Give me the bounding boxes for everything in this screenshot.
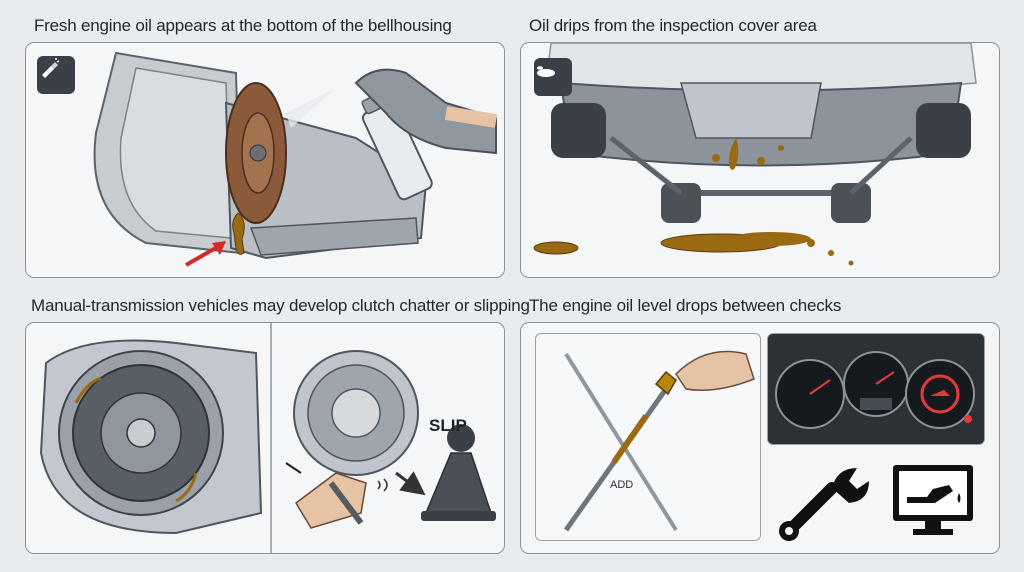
dipstick-view: ADD xyxy=(535,333,761,541)
caption-bellhousing: Fresh engine oil appears at the bottom o… xyxy=(34,16,452,35)
transmission-illustration xyxy=(93,51,498,267)
oil-warning-monitor-icon xyxy=(891,463,975,539)
panel-oil-level: ADD xyxy=(520,322,1000,554)
oil-puddle-icon xyxy=(534,58,572,96)
clutch-illustration xyxy=(39,323,496,553)
panel-bellhousing-leak xyxy=(25,42,505,278)
caption-inspection-cover: Oil drips from the inspection cover area xyxy=(529,16,817,35)
caption-clutch: Manual-transmission vehicles may develop… xyxy=(31,296,530,315)
wrench-icon xyxy=(777,463,873,543)
panel-clutch-slipping: SLIP xyxy=(25,322,505,554)
car-underside-illustration xyxy=(533,43,977,266)
flashlight-icon xyxy=(37,56,75,94)
dipstick-add-mark: ADD xyxy=(610,479,634,491)
dipstick-illustration xyxy=(563,350,755,532)
slip-label: SLIP xyxy=(429,416,467,435)
dashboard-gauges xyxy=(768,334,984,444)
caption-oil-level: The engine oil level drops between check… xyxy=(529,296,842,315)
instrument-cluster xyxy=(767,333,985,445)
panel-inspection-cover-drips xyxy=(520,42,1000,278)
